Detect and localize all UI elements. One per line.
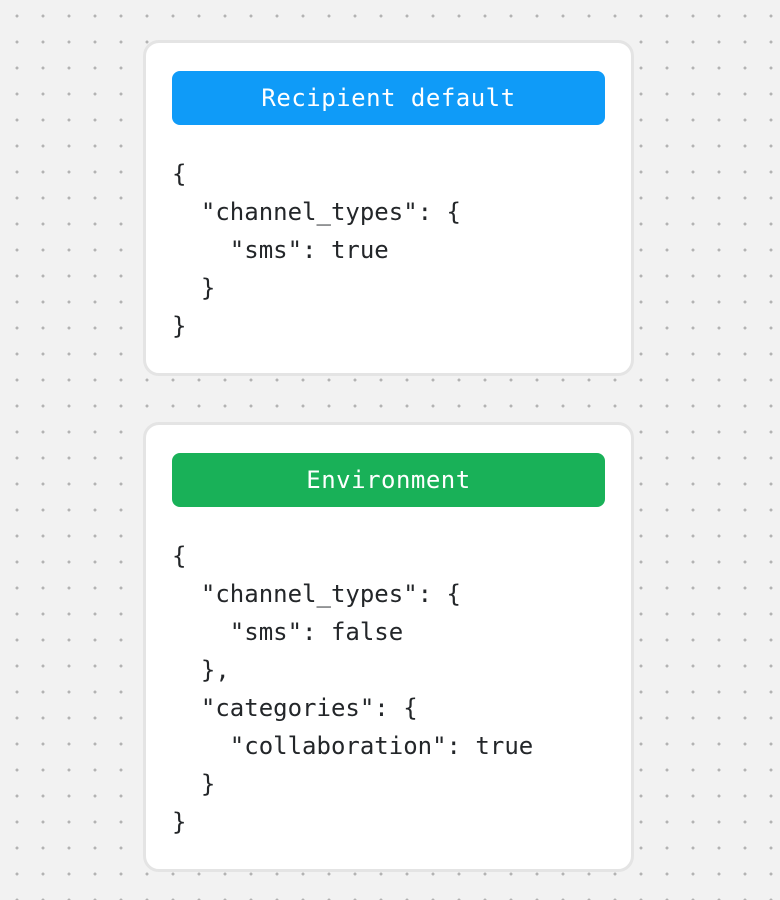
- environment-card: Environment { "channel_types": { "sms": …: [143, 422, 634, 872]
- environment-badge: Environment: [172, 453, 605, 507]
- recipient-default-badge: Recipient default: [172, 71, 605, 125]
- environment-json-code: { "channel_types": { "sms": false }, "ca…: [172, 542, 534, 836]
- recipient-default-card: Recipient default { "channel_types": { "…: [143, 40, 634, 376]
- recipient-default-json-code: { "channel_types": { "sms": true } }: [172, 160, 461, 340]
